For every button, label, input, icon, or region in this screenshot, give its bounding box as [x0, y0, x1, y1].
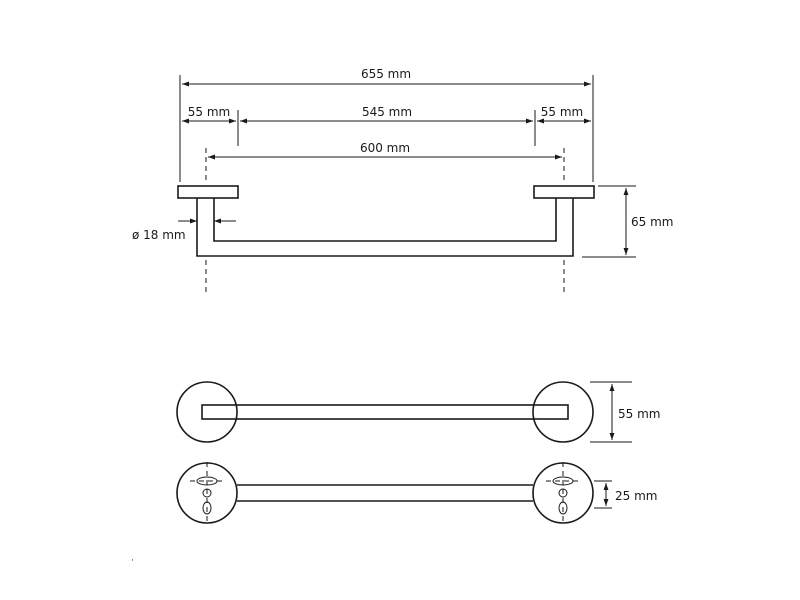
left-mount-plate [177, 185, 239, 199]
corner-mark: · [131, 556, 134, 566]
bar-inner-contour [213, 198, 557, 242]
right-lower-hole [558, 501, 568, 515]
top-view-bar [201, 404, 569, 420]
left-slot-hole [196, 476, 218, 486]
dim-label-bar-length: 545 mm [362, 105, 412, 119]
dim-label-left-margin: 55 mm [188, 105, 230, 119]
top-view: 55 mm [176, 381, 660, 443]
dim-label-total-length: 655 mm [361, 67, 411, 81]
right-screw-hole [558, 488, 568, 498]
dim-label-hole-spacing: 25 mm [615, 489, 657, 503]
dim-label-diameter: ø 18 mm [132, 228, 186, 242]
right-slot-hole [552, 476, 574, 486]
right-base-circle [532, 381, 594, 443]
right-mount-plate [533, 185, 595, 199]
back-view: 25 mm [176, 462, 657, 524]
dim-label-centers: 600 mm [360, 141, 410, 155]
dim-label-projection: 65 mm [631, 215, 673, 229]
left-screw-hole [202, 488, 212, 498]
dim-label-right-margin: 55 mm [541, 105, 583, 119]
side-view: 655 mm 55 mm 545 mm 55 mm 600 mm ø 18 mm… [132, 67, 673, 296]
left-lower-hole [202, 501, 212, 515]
dim-label-base-diameter: 55 mm [618, 407, 660, 421]
bar-outer-contour [196, 198, 574, 257]
left-base-circle [176, 381, 238, 443]
